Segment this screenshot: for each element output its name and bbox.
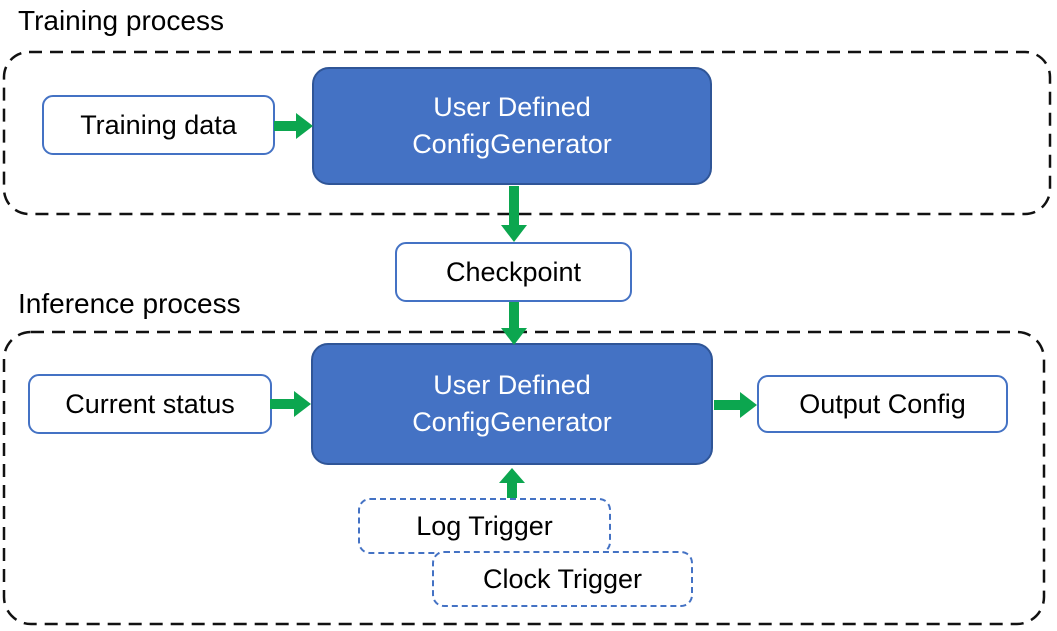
output-config-label: Output Config [799,388,966,419]
training-process-title: Training process [18,5,224,36]
log-trigger-label: Log Trigger [416,510,553,541]
arrow-shaft [270,399,295,409]
current-status-label: Current status [65,388,235,419]
clock-trigger-box: Clock Trigger [432,551,693,607]
arrow-head [499,468,525,483]
arrow-head [740,392,757,418]
output-config-box: Output Config [757,375,1008,433]
training-data-box: Training data [42,95,275,155]
arrow-shaft [714,400,741,410]
arrow-current-status-to-generator [270,391,311,417]
arrow-head [294,391,311,417]
checkpoint-label: Checkpoint [445,256,582,287]
inference-process-title: Inference process [18,288,241,319]
training-config-generator-label-line2: ConfigGenerator [412,129,612,159]
arrow-training-data-to-generator [274,113,313,139]
clock-trigger-label: Clock Trigger [482,563,643,594]
arrow-shaft [509,302,519,329]
inference-config-generator-box: User Defined ConfigGenerator [311,343,713,465]
arrow-head [296,113,313,139]
inference-config-generator-label-line2: ConfigGenerator [412,407,612,437]
arrow-head [501,225,527,242]
current-status-box: Current status [28,374,272,434]
arrow-shaft [509,186,519,226]
training-config-generator-label-line1: User Defined [433,92,591,122]
inference-config-generator-label-line1: User Defined [433,370,591,400]
arrow-head [501,328,527,345]
arrow-log-trigger-to-generator [499,468,525,498]
training-config-generator-box: User Defined ConfigGenerator [312,67,712,185]
arrow-generator-to-checkpoint [501,186,527,242]
training-container-outline [2,50,1052,216]
arrow-generator-to-output-config [714,392,757,418]
arrow-shaft [507,482,517,498]
training-data-label: Training data [80,109,237,140]
training-process-container [2,50,1052,216]
log-trigger-box: Log Trigger [358,498,611,554]
arrow-checkpoint-to-inference-generator [501,302,527,345]
arrow-shaft [274,121,297,131]
checkpoint-box: Checkpoint [395,242,632,302]
